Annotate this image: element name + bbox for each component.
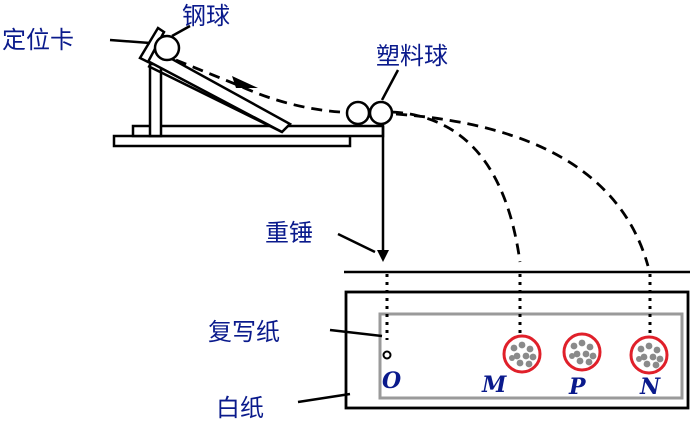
leader-lines	[109, 24, 400, 404]
landing-spot-m	[502, 334, 542, 374]
apparatus	[112, 26, 385, 258]
landing-spot-p	[562, 332, 602, 372]
label-carbon-paper: 复写纸	[208, 318, 280, 346]
label-point-m: M	[481, 372, 507, 398]
base-plate	[112, 134, 352, 148]
label-white-paper: 白纸	[216, 394, 264, 422]
label-steel-ball: 钢球	[182, 2, 230, 30]
point-o-marker	[382, 350, 392, 360]
plumb-arrow	[377, 250, 389, 262]
leader-white-paper	[297, 392, 351, 404]
leader-locator	[109, 38, 151, 45]
label-point-n: N	[639, 374, 661, 400]
projection-lines	[385, 274, 652, 340]
ramp-inner-edge	[147, 64, 283, 134]
label-plumb-bob: 重锤	[265, 219, 313, 247]
label-locator: 定位卡	[2, 26, 74, 54]
steel-ball	[153, 34, 181, 62]
label-point-o: O	[382, 368, 401, 394]
leader-steel-ball	[171, 24, 191, 38]
support-post	[148, 62, 163, 138]
trajectories	[175, 58, 650, 267]
plastic-ball-right	[368, 100, 394, 126]
landing-spot-n	[629, 335, 669, 375]
trajectory-m	[391, 110, 522, 263]
direction-arrow	[232, 76, 258, 88]
leader-carbon	[329, 328, 383, 338]
trajectory-n	[395, 112, 650, 267]
plastic-ball-left	[345, 100, 371, 126]
locator-card	[138, 26, 166, 64]
label-plastic-ball: 塑料球	[376, 42, 448, 70]
leader-plastic-ball	[380, 69, 400, 101]
label-point-p: P	[568, 374, 587, 400]
leader-plumb	[337, 232, 376, 254]
base-plate-top	[131, 124, 385, 138]
